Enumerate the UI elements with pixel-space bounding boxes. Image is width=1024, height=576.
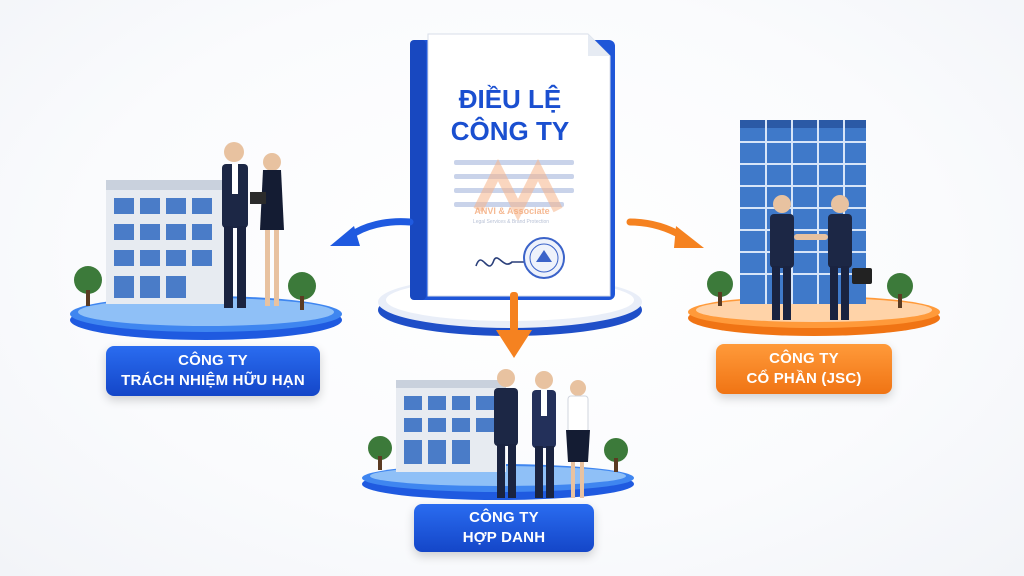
llc-label: CÔNG TY TRÁCH NHIỆM HỮU HẠN [106,346,320,396]
document-watermark-subtext: Legal Services & Brand Protection [472,219,550,225]
partnership-label: CÔNG TY HỢP DANH [414,504,594,552]
arrow-to-partnership [496,292,532,358]
jsc-scene-illustration [688,120,940,336]
jsc-label-line2: CỔ PHẦN (JSC) [746,370,862,387]
document-watermark-text: ANVI & Associate [474,206,550,216]
document-title-line2: CÔNG TY [450,116,570,146]
jsc-label-line1: CÔNG TY [769,350,839,367]
llc-label-line2: TRÁCH NHIỆM HỮU HẠN [121,372,305,389]
document-title-line1: ĐIỀU LỆ [458,84,562,114]
arrow-to-jsc [626,218,704,248]
llc-scene-illustration [70,142,342,340]
llc-label-line1: CÔNG TY [178,352,248,369]
charter-document-illustration [378,33,642,336]
partnership-label-line1: CÔNG TY [469,509,539,526]
partnership-scene-illustration [362,369,634,500]
jsc-label: CÔNG TY CỔ PHẦN (JSC) [716,344,892,394]
arrow-to-llc [330,218,414,246]
partnership-label-line2: HỢP DANH [462,529,546,546]
